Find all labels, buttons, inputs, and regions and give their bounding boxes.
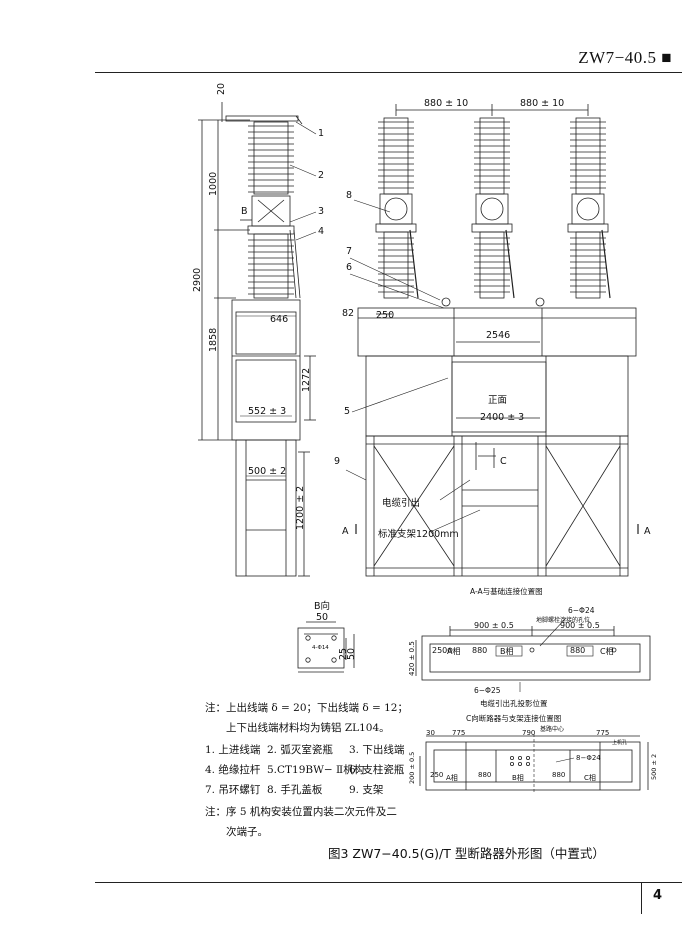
pole-a	[375, 117, 419, 299]
view-c-holes: 8−Φ24	[576, 754, 601, 762]
legend-item: 5.CT19BW− Ⅱ机构	[267, 764, 365, 776]
view-c-dim-500: 500 ± 2	[650, 753, 658, 780]
view-aa-dim-900-left: 900 ± 0.5	[474, 621, 514, 630]
view-c	[419, 734, 649, 792]
view-aa-note-bottom: 电缆引出孔投影位置	[480, 699, 548, 708]
view-c-label-center: 基路中心	[540, 726, 565, 733]
front-dim-2400: 2400 ± 3	[480, 412, 525, 423]
footer-rule	[95, 882, 682, 883]
side-dim-top: 20	[216, 82, 227, 95]
pole-b	[471, 117, 515, 299]
view-c-dim-200: 200 ± 0.5	[408, 751, 416, 784]
legend-item: 7. 吊环螺钉	[205, 784, 261, 796]
side-dim-646: 646	[270, 314, 289, 325]
note1-line1: 上出线端 δ = 20；下出线端 δ = 12；	[226, 702, 408, 714]
view-c-phase-b: B相	[512, 774, 524, 782]
view-aa-title: A-A与基础连接位置图	[470, 587, 543, 596]
view-b-dim-50-side: 50	[346, 647, 357, 660]
footer-divider	[641, 882, 642, 914]
side-dim-lower: 1858	[208, 327, 219, 352]
note1-line2: 上下出线端材料均为铸铝 ZL104。	[226, 722, 390, 734]
view-aa-phase-a: A相	[447, 647, 461, 656]
side-dim-500: 500 ± 2	[248, 466, 287, 477]
front-callout-7: 7	[346, 246, 353, 257]
view-c-small-note: 上机孔	[612, 740, 628, 746]
side-view	[198, 102, 317, 577]
view-c-dim-880-a: 880	[478, 771, 492, 779]
view-aa-dim-880-a: 880	[472, 646, 488, 655]
front-label-c: C	[500, 456, 507, 467]
page-header-title: ZW7−40.5 ■	[578, 48, 672, 67]
front-callout-6: 6	[346, 262, 353, 273]
note2-line2: 次端子。	[226, 826, 268, 838]
side-dim-1272: 1272	[301, 367, 312, 392]
side-dim-upper: 1000	[208, 171, 219, 196]
side-callout-4: 4	[318, 226, 325, 237]
view-aa-holes-top: 6−Φ24	[568, 606, 595, 615]
view-aa-phase-b: B相	[500, 647, 514, 656]
note2-prefix: 注：	[205, 806, 226, 818]
view-b	[297, 621, 355, 673]
side-dim-1200: 1200 ± 2	[295, 485, 306, 530]
page-number: 4	[653, 888, 663, 903]
side-label-b: B	[241, 206, 248, 217]
front-dim-880-left: 880 ± 10	[424, 98, 469, 109]
front-dim-250: 250	[376, 310, 395, 321]
front-dim-2546: 2546	[486, 330, 511, 341]
front-label-cable: 电缆引出	[382, 498, 421, 509]
view-c-dim-790: 790	[522, 729, 536, 737]
view-aa-dim-420: 420 ± 0.5	[408, 641, 416, 676]
view-c-dim-775-left: 775	[452, 729, 466, 737]
view-aa-dim-900-right: 900 ± 0.5	[560, 621, 600, 630]
side-dim-552: 552 ± 3	[248, 406, 287, 417]
legend-item: 3. 下出线端	[349, 744, 405, 756]
view-c-phase-a: A相	[446, 774, 458, 782]
notes-block: 注：上出线端 δ = 20；下出线端 δ = 12； 上下出线端材料均为铸铝 Z…	[205, 698, 408, 842]
front-view	[345, 104, 639, 577]
view-b-title: B向	[314, 601, 331, 612]
front-callout-5: 5	[344, 406, 351, 417]
legend-item: 8. 手孔盖板	[267, 784, 323, 796]
side-dim-total: 2900	[192, 267, 203, 292]
front-callout-8: 8	[346, 190, 353, 201]
note1-prefix: 注：	[205, 702, 226, 714]
front-dim-880-right: 880 ± 10	[520, 98, 565, 109]
legend-item: 6. 支柱瓷瓶	[349, 764, 405, 776]
front-label-a-right: A	[644, 526, 651, 537]
side-callout-2: 2	[318, 170, 325, 181]
note2-line1: 序 5 机构安装位置内装二次元件及二	[226, 806, 397, 818]
front-label-front: 正面	[488, 395, 508, 406]
view-aa-dim-880-b: 880	[570, 646, 586, 655]
view-c-phase-c: C相	[584, 774, 596, 782]
pole-c	[567, 117, 611, 299]
view-b-hole: 4-Φ14	[312, 645, 329, 651]
view-aa	[415, 617, 651, 692]
front-label-a-left: A	[342, 526, 349, 537]
front-label-bracket: 标准支架1200mm	[378, 529, 459, 540]
view-c-dim-880-b: 880	[552, 771, 566, 779]
legend-item: 2. 弧灭室瓷瓶	[267, 744, 333, 756]
view-c-dim-250: 250	[430, 771, 444, 779]
side-callout-3: 3	[318, 206, 325, 217]
view-b-dim-50-top: 50	[316, 612, 329, 623]
view-aa-note-top: 地脚螺栓连接的孔位	[536, 617, 591, 624]
front-callout-9: 9	[334, 456, 341, 467]
view-c-dim-775-right: 775	[596, 729, 610, 737]
legend-item: 4. 绝缘拉杆	[205, 764, 261, 776]
side-upper-sheds	[248, 125, 294, 193]
front-dim-82: 82	[342, 308, 355, 319]
view-aa-holes-bottom: 6−Φ25	[474, 686, 501, 695]
legend-item: 9. 支架	[349, 784, 384, 796]
figure-caption: 图3 ZW7−40.5(G)/T 型断路器外形图（中置式）	[328, 846, 605, 861]
side-callout-1: 1	[318, 128, 325, 139]
view-aa-phase-c: C相	[600, 647, 614, 656]
header-rule	[95, 72, 682, 73]
view-c-dim-30: 30	[426, 729, 435, 737]
legend-item: 1. 上进线端	[205, 744, 261, 756]
view-c-title: C向断路器与支架连接位置图	[466, 714, 562, 723]
view-aa-dim-250: 250	[432, 646, 448, 655]
